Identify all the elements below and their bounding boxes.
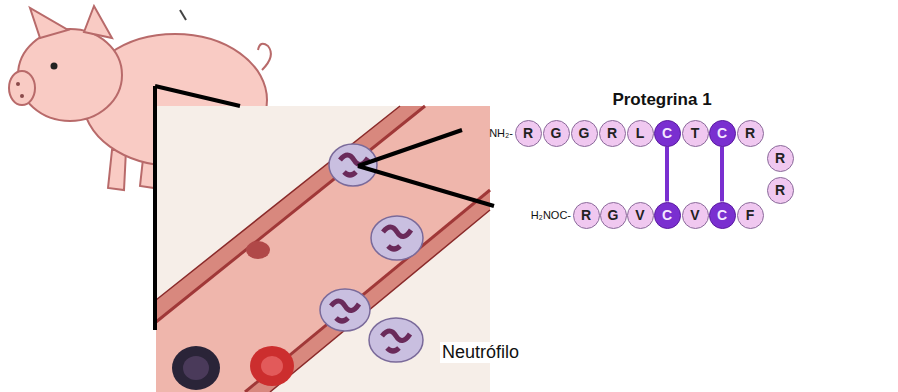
title: Protegrina 1: [612, 90, 711, 110]
residue-letter: V: [635, 208, 644, 222]
residue-letter: G: [551, 126, 562, 140]
residue-letter: R: [775, 183, 785, 197]
amino-acid-circle: V: [627, 202, 654, 229]
amino-acid-circle: G: [571, 120, 598, 147]
residue-letter: R: [745, 126, 755, 140]
terminus-label: H₂NOC-: [531, 209, 571, 221]
residue-letter: L: [636, 126, 645, 140]
terminus-label: NH₂-: [489, 127, 513, 139]
amino-acid-circle: R: [573, 202, 600, 229]
amino-acid-circle: R: [599, 120, 626, 147]
amino-acid-circle: G: [543, 120, 570, 147]
amino-acid-circle: C: [654, 120, 681, 147]
residue-letter: C: [717, 126, 727, 140]
residue-letter: G: [579, 126, 590, 140]
amino-acid-circle: R: [737, 120, 764, 147]
amino-acid-circle: V: [682, 202, 709, 229]
residue-letter: G: [608, 208, 619, 222]
amino-acid-circle: R: [515, 120, 542, 147]
residue-letter: C: [717, 208, 727, 222]
residue-letter: R: [607, 126, 617, 140]
residue-letter: R: [581, 208, 591, 222]
amino-acid-circle: G: [600, 202, 627, 229]
zoom-lines: [155, 86, 494, 330]
amino-acid-circle: C: [709, 202, 736, 229]
disulfide-bond: [720, 147, 724, 202]
amino-acid-circle: T: [682, 120, 709, 147]
amino-acid-circle: F: [737, 202, 764, 229]
cell-label: Neutrófilo: [440, 342, 521, 363]
residue-letter: C: [662, 126, 672, 140]
amino-acid-circle: C: [654, 202, 681, 229]
residue-letter: V: [690, 208, 699, 222]
residue-letter: R: [775, 151, 785, 165]
residue-letter: T: [691, 126, 700, 140]
cells: [172, 144, 423, 390]
amino-acid-circle: R: [767, 145, 794, 172]
amino-acid-circle: R: [767, 177, 794, 204]
residue-letter: F: [746, 208, 755, 222]
amino-acid-circle: C: [709, 120, 736, 147]
disulfide-bond: [665, 147, 669, 202]
amino-acid-circle: L: [627, 120, 654, 147]
residue-letter: C: [662, 208, 672, 222]
residue-letter: R: [523, 126, 533, 140]
